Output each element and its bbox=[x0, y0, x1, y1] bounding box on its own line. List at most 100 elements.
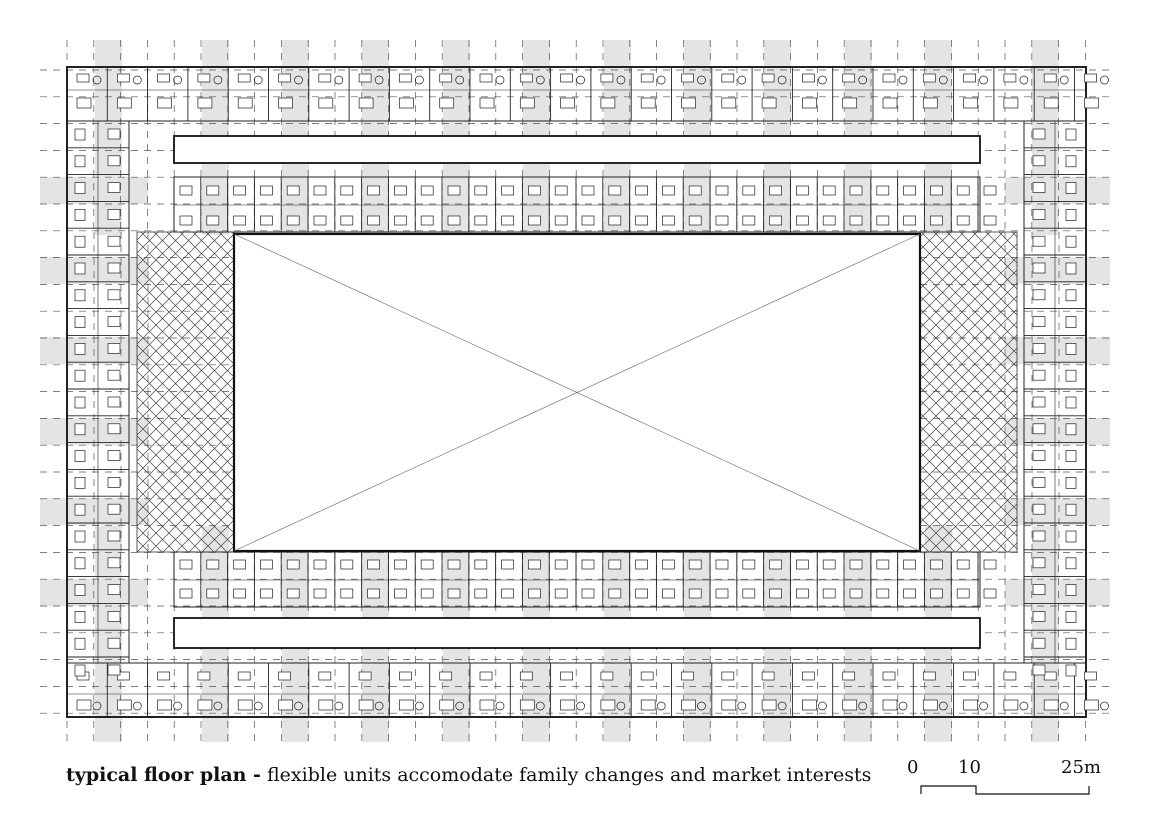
furniture-glyph bbox=[742, 588, 756, 599]
furniture-glyph bbox=[237, 73, 251, 83]
furniture-glyph bbox=[447, 185, 461, 196]
furniture-glyph bbox=[358, 699, 374, 711]
furniture-glyph bbox=[742, 215, 756, 226]
furniture-glyph bbox=[1032, 664, 1046, 676]
furniture-glyph bbox=[367, 559, 380, 570]
furniture-glyph bbox=[278, 699, 293, 711]
furniture-glyph bbox=[581, 559, 595, 570]
furniture-glyph bbox=[1043, 73, 1057, 83]
furniture-glyph bbox=[107, 664, 121, 676]
furniture-glyph bbox=[1065, 423, 1077, 436]
furniture-glyph bbox=[979, 75, 988, 85]
furniture-glyph bbox=[581, 215, 595, 226]
furniture-glyph bbox=[688, 559, 702, 570]
furniture-glyph bbox=[581, 185, 595, 196]
furniture-glyph bbox=[983, 559, 997, 570]
furniture-glyph bbox=[1032, 369, 1046, 381]
furniture-glyph bbox=[600, 73, 614, 83]
furniture-glyph bbox=[313, 185, 327, 196]
furniture-glyph bbox=[554, 559, 568, 570]
furniture-glyph bbox=[233, 588, 246, 599]
furniture-glyph bbox=[278, 73, 291, 83]
furniture-glyph bbox=[260, 588, 273, 599]
furniture-glyph bbox=[92, 75, 102, 85]
furniture-glyph bbox=[681, 699, 696, 711]
furniture-glyph bbox=[903, 185, 916, 196]
furniture-glyph bbox=[340, 215, 354, 226]
furniture-glyph bbox=[822, 588, 836, 599]
furniture-glyph bbox=[882, 97, 898, 109]
furniture-glyph bbox=[278, 97, 293, 109]
furniture-glyph bbox=[882, 671, 896, 681]
furniture-glyph bbox=[761, 73, 775, 83]
apartment-units bbox=[66, 67, 1109, 717]
furniture-glyph bbox=[394, 215, 407, 226]
furniture-glyph bbox=[608, 588, 622, 599]
structural-band bbox=[1005, 418, 1110, 445]
furniture-glyph bbox=[107, 343, 121, 354]
furniture-glyph bbox=[157, 97, 172, 109]
furniture-glyph bbox=[802, 73, 815, 83]
furniture-glyph bbox=[420, 185, 434, 196]
furniture-glyph bbox=[979, 701, 988, 711]
furniture-glyph bbox=[107, 369, 121, 381]
furniture-glyph bbox=[132, 75, 142, 85]
furniture-glyph bbox=[535, 75, 545, 85]
furniture-glyph bbox=[876, 559, 890, 570]
furniture-glyph bbox=[640, 671, 654, 681]
furniture-glyph bbox=[1065, 262, 1077, 275]
furniture-glyph bbox=[777, 701, 787, 711]
scale-label-10: 10 bbox=[958, 757, 981, 778]
furniture-glyph bbox=[447, 559, 461, 570]
furniture-glyph bbox=[849, 588, 863, 599]
furniture-glyph bbox=[399, 97, 414, 109]
furniture-glyph bbox=[157, 699, 172, 711]
furniture-glyph bbox=[519, 97, 535, 109]
furniture-glyph bbox=[963, 73, 976, 83]
furniture-glyph bbox=[1059, 75, 1069, 85]
furniture-glyph bbox=[1032, 557, 1046, 569]
furniture-glyph bbox=[286, 215, 300, 226]
furniture-glyph bbox=[399, 73, 412, 83]
furniture-glyph bbox=[439, 73, 453, 83]
furniture-glyph bbox=[715, 588, 729, 599]
furniture-glyph bbox=[399, 671, 412, 681]
furniture-glyph bbox=[74, 209, 86, 221]
furniture-glyph bbox=[260, 185, 273, 196]
furniture-glyph bbox=[213, 701, 223, 711]
furniture-glyph bbox=[1065, 235, 1077, 248]
furniture-glyph bbox=[662, 559, 675, 570]
furniture-glyph bbox=[74, 530, 86, 543]
furniture-glyph bbox=[107, 396, 121, 408]
furniture-glyph bbox=[107, 235, 121, 247]
furniture-glyph bbox=[415, 701, 424, 711]
furniture-glyph bbox=[876, 185, 890, 196]
furniture-glyph bbox=[1065, 128, 1077, 141]
furniture-glyph bbox=[662, 185, 675, 196]
furniture-glyph bbox=[1032, 396, 1046, 408]
structural-band bbox=[1005, 498, 1110, 525]
furniture-glyph bbox=[474, 185, 488, 196]
furniture-glyph bbox=[1065, 584, 1077, 596]
furniture-glyph bbox=[560, 73, 573, 83]
furniture-glyph bbox=[1043, 699, 1059, 711]
furniture-glyph bbox=[737, 75, 747, 85]
furniture-glyph bbox=[367, 215, 380, 226]
furniture-glyph bbox=[374, 75, 384, 85]
furniture-glyph bbox=[439, 699, 455, 711]
furniture-glyph bbox=[528, 215, 541, 226]
furniture-glyph bbox=[930, 185, 943, 196]
furniture-glyph bbox=[1032, 289, 1046, 301]
furniture-glyph bbox=[1032, 209, 1046, 220]
furniture-glyph bbox=[849, 215, 863, 226]
furniture-glyph bbox=[930, 559, 943, 570]
furniture-glyph bbox=[600, 671, 614, 681]
furniture-glyph bbox=[313, 215, 327, 226]
furniture-glyph bbox=[501, 215, 514, 226]
furniture-glyph bbox=[1019, 75, 1029, 85]
furniture-glyph bbox=[1065, 664, 1077, 677]
furniture-glyph bbox=[1032, 343, 1046, 354]
furniture-glyph bbox=[822, 559, 836, 570]
furniture-glyph bbox=[447, 215, 461, 226]
